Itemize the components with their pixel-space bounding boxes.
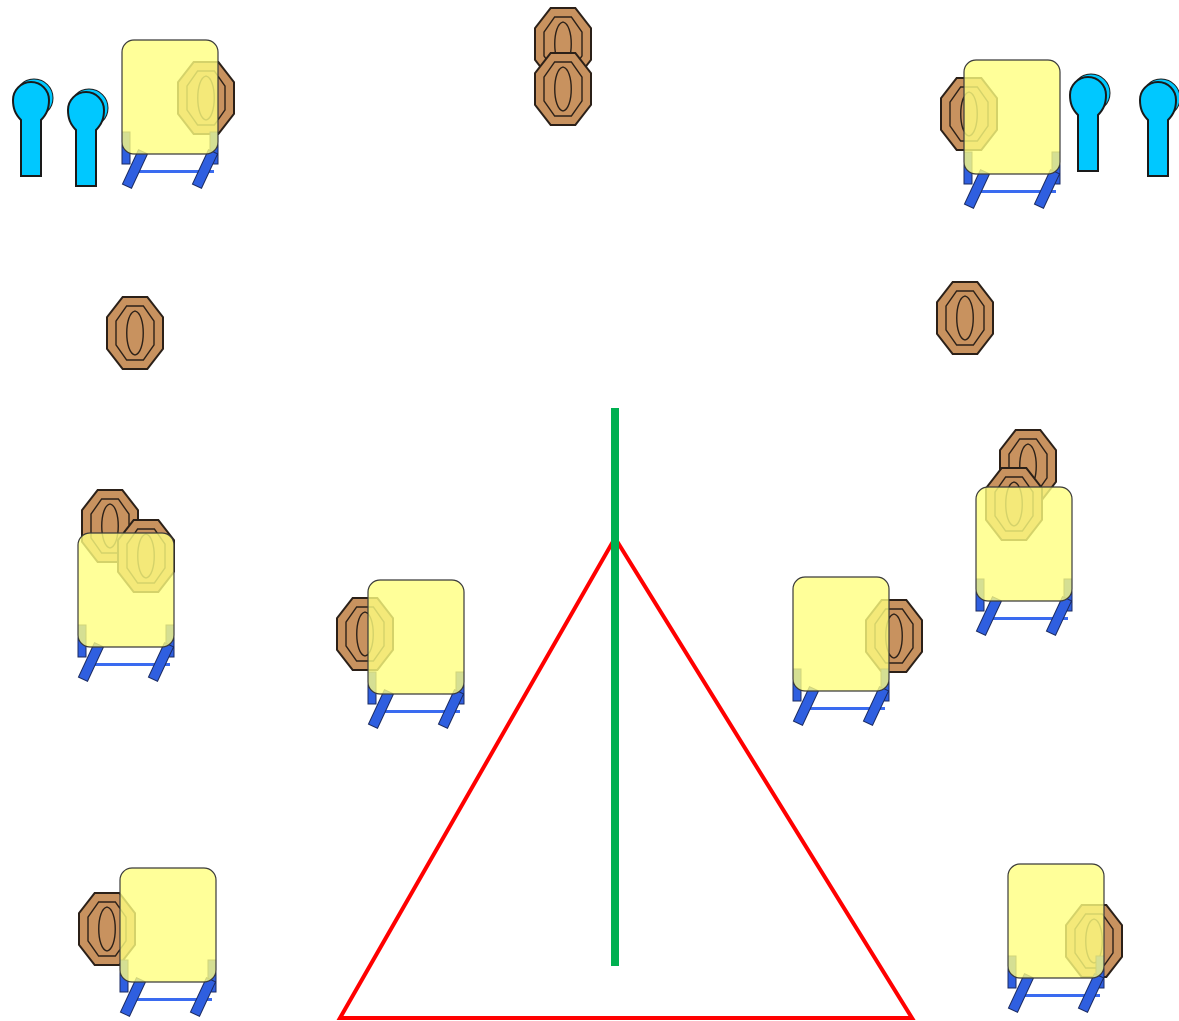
steel-popper-icon <box>11 78 54 177</box>
lines-layer <box>336 408 916 1020</box>
stand-crossbar <box>972 190 1056 193</box>
steel-popper-icon <box>1068 73 1111 172</box>
target-ring <box>87 901 127 957</box>
target-a-zone <box>956 295 974 341</box>
barricades-layer <box>77 39 1105 1017</box>
target-a-zone <box>126 310 144 356</box>
barricade-panel <box>119 867 217 983</box>
barricade-panel <box>963 59 1061 175</box>
barricade-panel <box>367 579 465 695</box>
paper-target-icon <box>106 296 164 370</box>
fault-line-triangle <box>336 534 916 1020</box>
target-ring <box>115 305 155 361</box>
target-a-zone <box>554 66 572 112</box>
barricade-icon <box>367 579 465 729</box>
barricade-icon <box>975 486 1073 636</box>
popper-body <box>1138 81 1178 177</box>
target-ring <box>543 61 583 117</box>
barricade-icon <box>121 39 219 189</box>
stand-crossbar <box>86 663 170 666</box>
stand-crossbar <box>801 707 885 710</box>
barricade-icon <box>963 59 1061 209</box>
popper-body <box>11 81 51 177</box>
popper-body <box>66 91 106 187</box>
steel-poppers-layer <box>11 73 1179 187</box>
stand-crossbar <box>984 617 1068 620</box>
barricade-panel <box>1007 863 1105 979</box>
target-a-zone <box>98 906 116 952</box>
stand-crossbar <box>128 998 212 1001</box>
barricade-panel <box>121 39 219 155</box>
stand-crossbar <box>130 170 214 173</box>
barricade-panel <box>975 486 1073 602</box>
popper-body <box>1068 76 1108 172</box>
barricade-icon <box>77 532 175 682</box>
barricade-panel <box>792 576 890 692</box>
barricade-icon <box>792 576 890 726</box>
stand-crossbar <box>376 710 460 713</box>
target-ring <box>945 290 985 346</box>
steel-popper-icon <box>66 88 109 187</box>
paper-target-icon <box>534 52 592 126</box>
barricade-icon <box>119 867 217 1017</box>
barricade-icon <box>1007 863 1105 1013</box>
steel-popper-icon <box>1138 78 1179 177</box>
barricade-panel <box>77 532 175 648</box>
stand-crossbar <box>1016 994 1100 997</box>
paper-target-icon <box>936 281 994 355</box>
